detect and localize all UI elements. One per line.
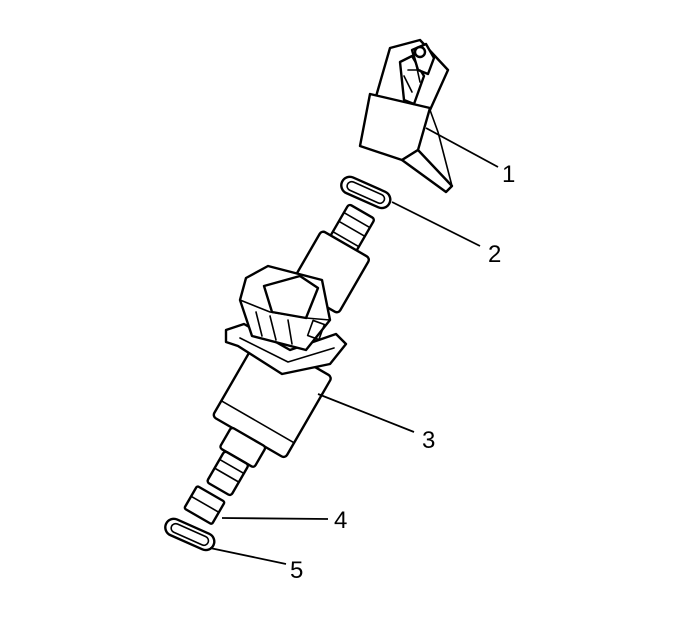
upper-o-ring: [340, 175, 392, 210]
callout-5: 5: [290, 557, 303, 584]
fuel-injector: [206, 203, 375, 497]
leader-line-1: [425, 127, 499, 168]
retainer-clip: [358, 38, 454, 194]
callouts: 1 2 3 4 5: [290, 161, 515, 584]
callout-3: 3: [422, 427, 435, 454]
leader-line-4: [221, 517, 329, 520]
leader-line-5: [209, 547, 287, 565]
callout-1: 1: [502, 161, 515, 188]
lower-o-ring: [164, 517, 216, 552]
leader-lines: [209, 127, 499, 565]
leader-line-3: [317, 393, 415, 433]
callout-2: 2: [488, 241, 501, 268]
leader-line-2: [391, 201, 481, 247]
callout-4: 4: [334, 507, 347, 534]
lower-spacer: [183, 485, 226, 525]
